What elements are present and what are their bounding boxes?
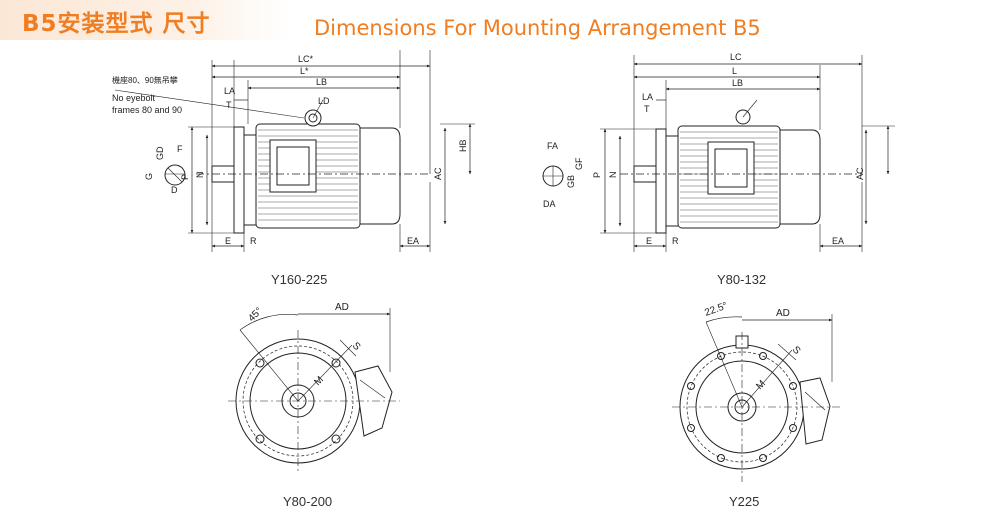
model-label-y80-132: Y80-132	[717, 272, 767, 287]
dim-l: L	[732, 66, 737, 76]
dim-lc: LC	[730, 52, 742, 62]
dim-ea: EA	[832, 236, 844, 246]
dim-lb: LB	[316, 77, 327, 87]
dim-ad: AD	[776, 308, 790, 319]
side-view-large-labels: LC* L* LB LA T LD 機座80、90無吊攀 No eyebolt …	[112, 54, 468, 246]
dim-p: P	[592, 172, 602, 178]
title-english: Dimensions For Mounting Arrangement B5	[314, 16, 761, 40]
dim-g: G	[144, 173, 154, 180]
dim-r: R	[250, 236, 257, 246]
dim-f: F	[177, 144, 183, 154]
dim-lb: LB	[732, 78, 743, 88]
dim-lc: LC*	[298, 54, 314, 64]
model-label-y80-200: Y80-200	[283, 494, 333, 509]
side-view-small-labels: LC L LB LA T FA GB GF DA P N AC E R EA	[543, 52, 865, 246]
dim-fa: FA	[547, 141, 558, 151]
dim-gf: GF	[574, 157, 584, 170]
front-view-right	[672, 314, 840, 482]
dim-angle: 22.5°	[703, 300, 729, 318]
dim-t: T	[644, 104, 650, 114]
model-label-y160-225: Y160-225	[271, 272, 328, 287]
dim-m: M	[754, 378, 768, 392]
dim-la: LA	[224, 86, 235, 96]
dim-hb: HB	[458, 139, 468, 152]
header-banner	[0, 0, 290, 40]
dim-gd: GD	[155, 146, 165, 160]
dim-ac: AC	[855, 167, 865, 180]
dim-ad: AD	[335, 302, 349, 313]
dim-ac: AC	[433, 167, 443, 180]
dim-n: N	[195, 172, 205, 179]
note-en-2: frames 80 and 90	[112, 105, 182, 115]
side-view-small	[542, 55, 895, 252]
dim-e: E	[646, 236, 652, 246]
dim-r: R	[672, 236, 679, 246]
model-label-y225: Y225	[729, 494, 760, 509]
dim-d: D	[171, 185, 178, 195]
dim-n: N	[608, 172, 618, 179]
dim-p: P	[180, 174, 190, 180]
note-en-1: No eyebolt	[112, 93, 156, 103]
side-view-large	[114, 50, 475, 252]
front-view-left	[228, 308, 400, 472]
dim-angle: 45°	[246, 306, 264, 324]
note-cn: 機座80、90無吊攀	[112, 75, 178, 85]
title-chinese: B5安装型式 尺寸	[22, 11, 211, 37]
dim-l: L*	[300, 66, 309, 76]
dim-m: M	[312, 374, 326, 388]
dim-t: T	[226, 100, 232, 110]
dim-gb: GB	[566, 175, 576, 188]
dim-ld: LD	[318, 96, 330, 106]
dim-la: LA	[642, 92, 653, 102]
dim-da: DA	[543, 199, 556, 209]
dim-e: E	[225, 236, 231, 246]
dim-ea: EA	[407, 236, 419, 246]
dim-s: S	[350, 340, 363, 353]
dim-s: S	[790, 344, 803, 357]
